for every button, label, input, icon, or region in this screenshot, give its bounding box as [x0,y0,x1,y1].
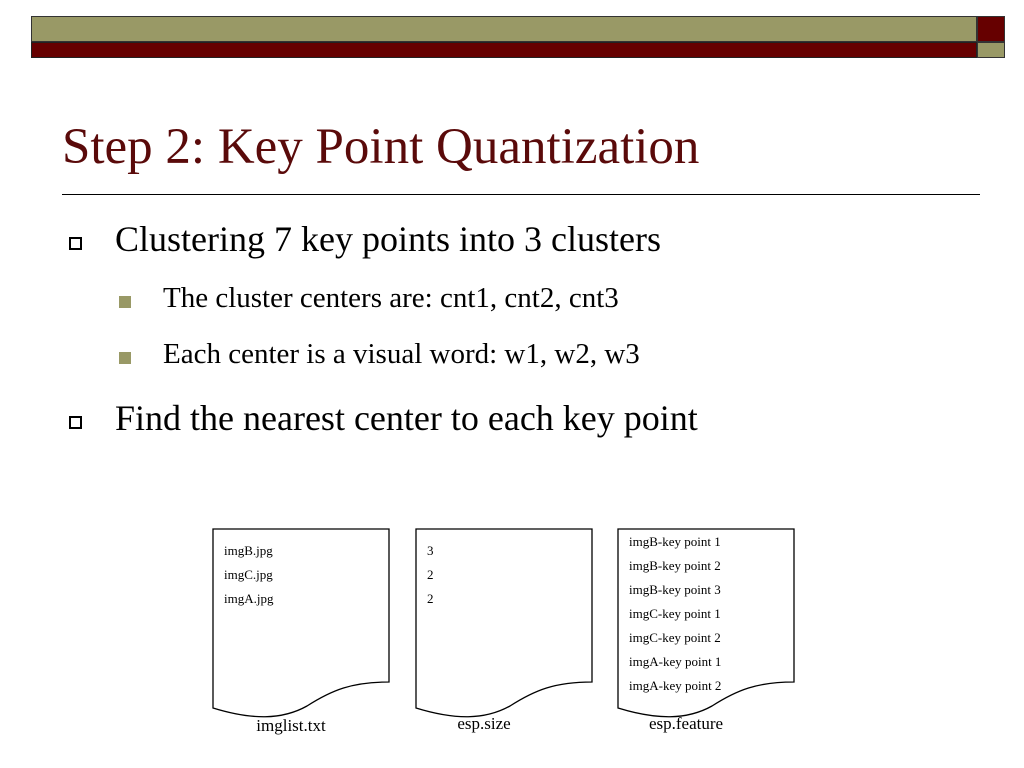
title-divider [62,194,980,195]
document-line: imgC.jpg [224,567,273,582]
slide-title: Step 2: Key Point Quantization [62,119,700,175]
document-line: imgB-key point 1 [629,534,721,549]
document-line: 2 [427,591,434,606]
filled-square-bullet-icon [119,296,131,308]
filled-square-bullet-icon [119,352,131,364]
header-square-red [977,16,1005,42]
document-icon [415,528,595,723]
document-line: imgB.jpg [224,543,273,558]
document-label: imglist.txt [256,716,326,735]
sub-bullet-2: Each center is a visual word: w1, w2, w3 [163,338,640,370]
document-line: imgB-key point 2 [629,558,721,573]
document-line: imgA.jpg [224,591,274,606]
document-line: imgC-key point 2 [629,630,721,645]
bullet-1: Clustering 7 key points into 3 clusters [115,219,661,259]
document-line: imgA-key point 2 [629,678,722,693]
document-icon [617,528,797,723]
header-square-olive [977,42,1005,58]
document-line: imgC-key point 1 [629,606,721,621]
document-label: esp.size [457,714,511,733]
header-bar-olive [31,16,977,42]
hollow-square-bullet-icon [69,416,82,429]
document-line: imgA-key point 1 [629,654,722,669]
sub-bullet-1: The cluster centers are: cnt1, cnt2, cnt… [163,282,619,314]
hollow-square-bullet-icon [69,237,82,250]
header-bar-red [31,42,977,58]
document-line: 3 [427,543,434,558]
bullet-2: Find the nearest center to each key poin… [115,398,698,438]
document-line: 2 [427,567,434,582]
document-line: imgB-key point 3 [629,582,721,597]
document-label: esp.feature [648,714,724,733]
document-icon [212,528,392,723]
